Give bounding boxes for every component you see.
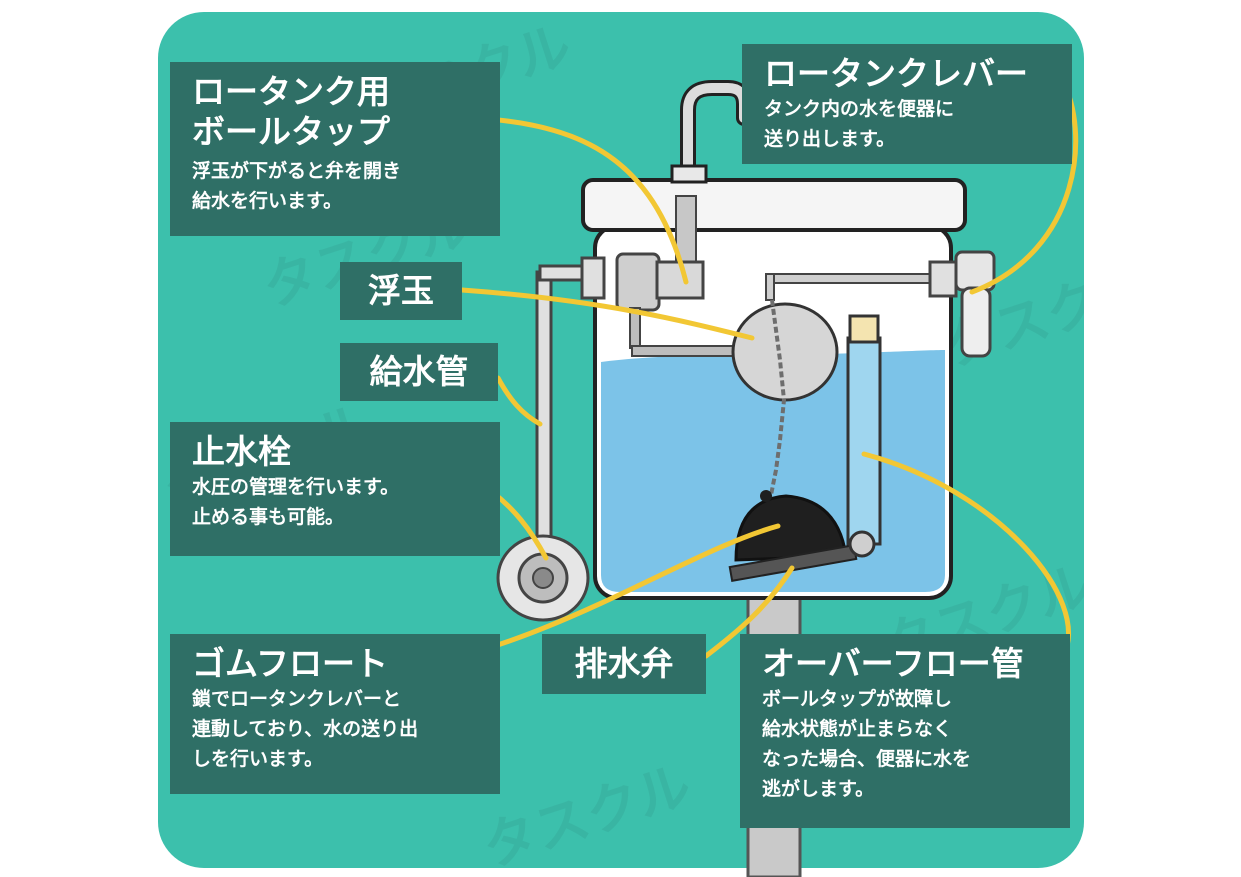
label-supply-pipe-title: 給水管 xyxy=(369,352,469,391)
lever-grip xyxy=(960,286,992,358)
label-overflow-pipe-desc: ボールタップが故障し 給水状態が止まらなく なった場合、便器に水を 逃がします。 xyxy=(762,688,972,800)
label-rubber-float-title: ゴムフロート xyxy=(192,644,389,683)
label-stop-valve: 止水栓 水圧の管理を行います。 止める事も可能。 xyxy=(170,422,500,556)
label-ball-tap-desc: 浮玉が下がると弁を開き 給水を行います。 xyxy=(192,160,402,212)
float-arm xyxy=(631,345,743,357)
label-stop-valve-desc: 水圧の管理を行います。 止める事も可能。 xyxy=(192,476,400,528)
overflow-pipe-drawing xyxy=(846,336,882,546)
label-lever-desc: タンク内の水を便器に 送り出します。 xyxy=(764,98,955,150)
faucet-spout-outline xyxy=(680,80,752,180)
label-lever-title: ロータンクレバー xyxy=(764,54,1028,93)
label-supply-pipe: 給水管 xyxy=(340,343,498,401)
overflow-pipe-top xyxy=(848,314,880,344)
leader-line-supply-pipe xyxy=(495,375,543,427)
label-stop-valve-title: 止水栓 xyxy=(192,432,291,471)
rubber-float-drawing xyxy=(734,494,848,562)
float-ball xyxy=(731,302,839,402)
supply-connector xyxy=(580,256,606,300)
label-ball-tap-title: ロータンク用 ボールタップ xyxy=(192,72,390,151)
chain xyxy=(768,299,787,501)
leader-line-float xyxy=(459,287,755,341)
label-ball-tap: ロータンク用 ボールタップ 浮玉が下がると弁を開き 給水を行います。 xyxy=(170,62,500,236)
overflow-hinge xyxy=(848,530,876,558)
lever-arm-hook xyxy=(765,273,775,301)
label-drain-valve: 排水弁 xyxy=(542,634,706,694)
leader-line-drain-valve xyxy=(703,565,795,659)
label-drain-valve-title: 排水弁 xyxy=(574,644,674,683)
rubber-float-tip xyxy=(760,490,772,502)
lever-arm xyxy=(765,273,939,284)
label-float: 浮玉 xyxy=(340,262,462,320)
leader-line-overflow-pipe xyxy=(861,451,1071,657)
label-rubber-float-desc: 鎖でロータンクレバーと 連動しており、水の送り出 しを行います。 xyxy=(192,688,419,770)
label-lever: ロータンクレバー タンク内の水を便器に 送り出します。 xyxy=(742,44,1072,164)
label-rubber-float: ゴムフロート 鎖でロータンクレバーと 連動しており、水の送り出 しを行います。 xyxy=(170,634,500,794)
lever-mount xyxy=(928,260,958,298)
label-float-title: 浮玉 xyxy=(368,271,434,310)
label-overflow-pipe-title: オーバーフロー管 xyxy=(762,644,1024,683)
ball-tap-valve xyxy=(615,252,661,312)
faucet-base xyxy=(670,164,708,184)
label-overflow-pipe: オーバーフロー管 ボールタップが故障し 給水状態が止まらなく なった場合、便器に… xyxy=(740,634,1070,828)
supply-pipe-drawing xyxy=(535,270,553,559)
stop-valve-center xyxy=(532,567,554,589)
